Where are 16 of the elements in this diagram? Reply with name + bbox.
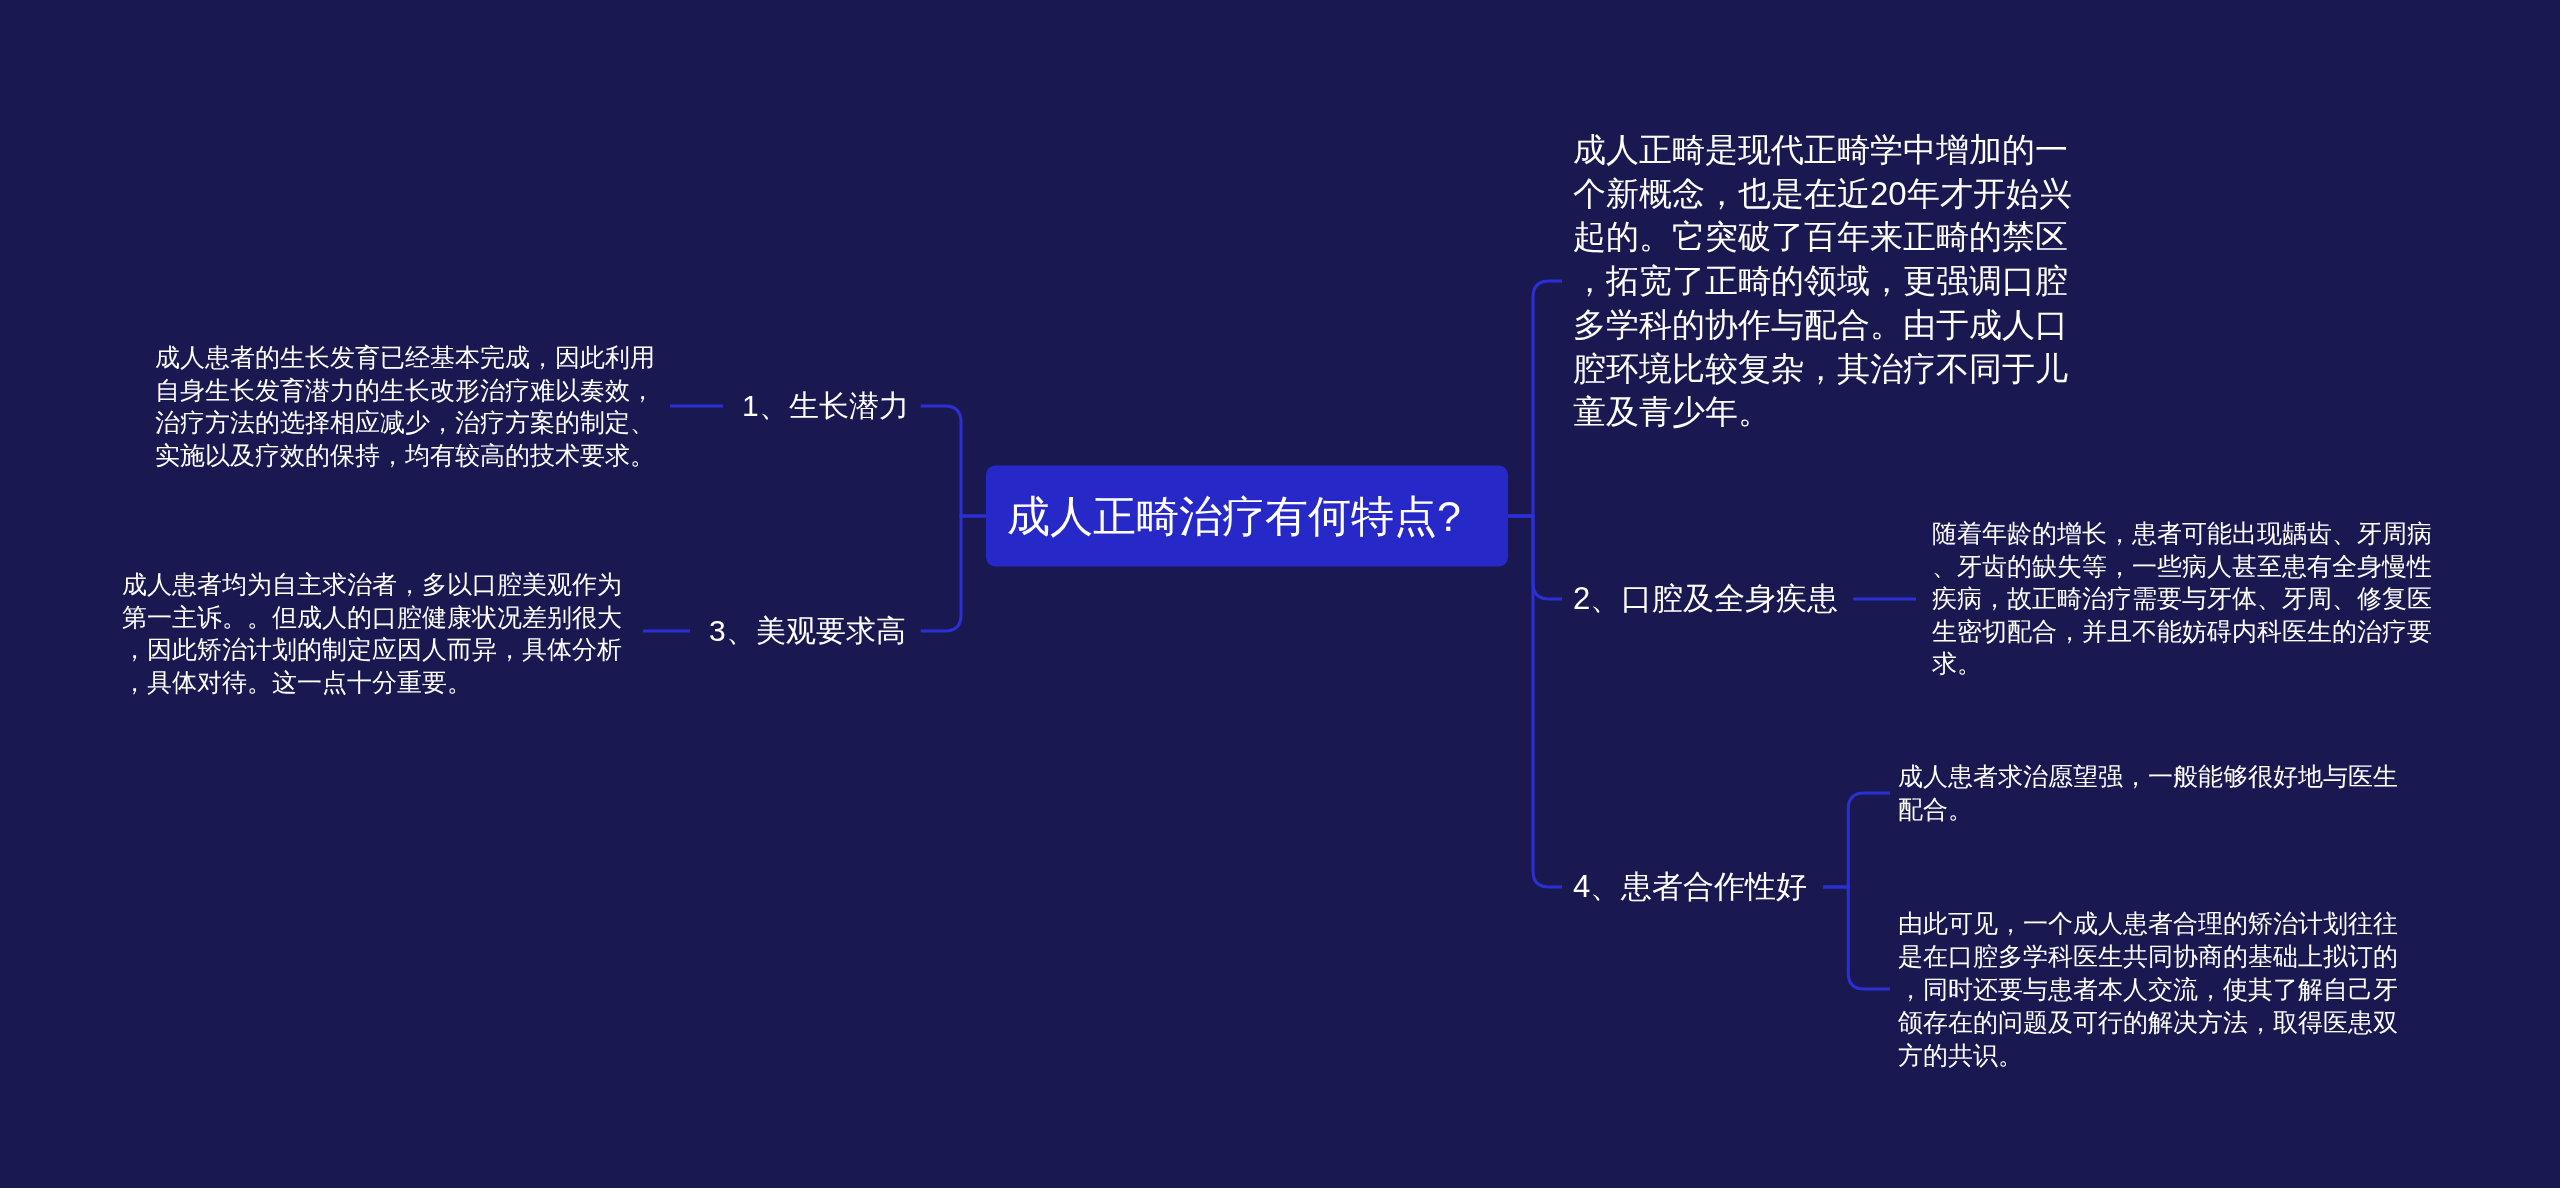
connector-line	[1853, 597, 1916, 601]
description-text: 成人患者均为自主求治者，多以口腔美观作为第一主诉。。但成人的口腔健康状况差别很大，因此矫治计划的制定应因人而异，具体分析，具体对待。这一点十分重要。	[122, 568, 643, 698]
branch-label: 2、口腔及全身疾患	[1562, 576, 1854, 622]
description-text: 成人患者的生长发育已经基本完成，因此利用自身生长发育潜力的生长改形治疗难以奏效，治疗方法的选择相应减少，治疗方案的制定、实施以及疗效的保持，均有较高的技术要求。	[155, 341, 670, 471]
branch-label: 4、患者合作性好	[1562, 864, 1824, 910]
connector-line	[670, 404, 723, 408]
connector-line	[643, 629, 690, 633]
description-text: 随着年龄的增长，患者可能出现龋齿、牙周病、牙齿的缺失等，一些病人甚至患有全身慢性疾病，故正畸治疗需要与牙体、牙周、修复医生密切配合，并且不能妨碍内科医生的治疗要求。	[1916, 516, 2440, 680]
connector-line	[920, 514, 986, 633]
branch-label: 1、生长潜力	[723, 384, 921, 428]
central-topic-box: 成人正畸治疗有何特点?	[986, 465, 1508, 567]
description-text: 成人正畸是现代正畸学中增加的一个新概念，也是在近20年才开始兴起的。它突破了百年来正畸的禁区，拓宽了正畸的领域，更强调口腔多学科的协作与配合。由于成人口腔环境比较复杂，其治疗不同于儿童及青少年。	[1562, 128, 2079, 434]
description-text: 由此可见，一个成人患者合理的矫治计划往往是在口腔多学科医生共同协商的基础上拟订的，同时还要与患者本人交流，使其了解自己牙颌存在的问题及可行的解决方法，取得医患双方的共识。	[1890, 906, 2406, 1072]
branch-label: 3、美观要求高	[690, 609, 921, 653]
connector-line	[1823, 885, 1890, 991]
description-text: 成人患者求治愿望强，一般能够很好地与医生配合。	[1890, 760, 2406, 826]
